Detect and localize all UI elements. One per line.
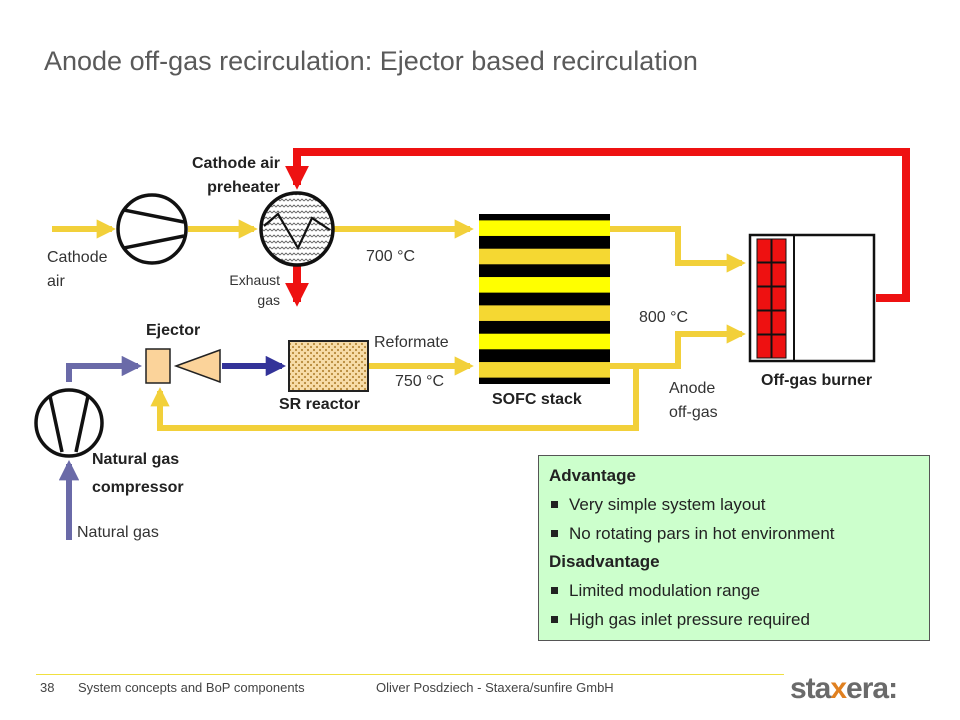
label-ng-compressor: Natural gas compressor: [92, 446, 184, 502]
label-anode-line1: Anode: [669, 380, 716, 397]
logo-text-x: x: [830, 672, 847, 705]
label-preheater-line2: preheater: [207, 179, 280, 196]
anode-offgas-line: [610, 324, 746, 369]
label-cathode-air: Cathode air: [47, 246, 108, 294]
page-title: Anode off-gas recirculation: Ejector bas…: [44, 46, 698, 76]
stack-cell: [479, 305, 610, 321]
disadvantage-list: Limited modulation range High gas inlet …: [549, 576, 919, 634]
offgas-burner: [748, 233, 876, 363]
advantages-box: Advantage Very simple system layout No r…: [538, 455, 930, 641]
advantage-item: Very simple system layout: [549, 490, 919, 519]
stack-cell: [479, 333, 610, 350]
burner-brick: [756, 334, 772, 359]
label-anode-offgas: Anode off-gas: [669, 377, 718, 425]
stack-cell: [479, 248, 610, 265]
stack-cell: [479, 362, 610, 378]
natural-gas-compressor: [34, 388, 104, 458]
advantage-list: Very simple system layout No rotating pa…: [549, 490, 919, 548]
recirculation-line: [150, 363, 639, 431]
sofc-stack: [479, 214, 610, 384]
burner-brick: [756, 262, 772, 287]
label-ejector: Ejector: [146, 322, 201, 339]
burner-brick: [771, 262, 787, 287]
label-cathode-air-line1: Cathode: [47, 249, 108, 266]
label-exhaust-line1: Exhaust: [229, 272, 280, 288]
footer-divider: [36, 674, 784, 675]
air-preheater: [259, 191, 335, 267]
label-ng-compressor-line1: Natural gas: [92, 451, 180, 468]
label-sofc-stack: SOFC stack: [492, 391, 582, 408]
natural-gas-line: [58, 355, 143, 540]
burner-brick: [756, 286, 772, 311]
sr-reactor: [288, 340, 369, 392]
burner-exhaust-line: [285, 148, 910, 307]
staxera-logo: staxera:: [790, 672, 898, 706]
footer-section: System concepts and BoP components: [78, 680, 305, 695]
burner-brick: [771, 334, 787, 359]
disadvantage-item: Limited modulation range: [549, 576, 919, 605]
burner-brick: [756, 310, 772, 335]
disadvantage-title: Disadvantage: [549, 552, 660, 571]
burner-brick: [771, 310, 787, 335]
cathode-offgas-line: [610, 226, 746, 273]
burner-brick: [771, 238, 787, 263]
label-natural-gas: Natural gas: [77, 524, 159, 541]
disadvantage-item: High gas inlet pressure required: [549, 605, 919, 634]
stack-cell: [479, 277, 610, 293]
stack-cell: [479, 220, 610, 236]
label-exhaust-gas: Exhaust gas: [212, 270, 280, 310]
label-sr-reactor: SR reactor: [279, 396, 360, 413]
label-ng-compressor-line2: compressor: [92, 479, 184, 496]
label-temp-700: 700 °C: [366, 248, 416, 265]
air-blower: [116, 193, 188, 265]
label-preheater-line1: Cathode air: [191, 155, 280, 172]
footer-author: Oliver Posdziech - Staxera/sunfire GmbH: [376, 680, 614, 695]
advantage-item: No rotating pars in hot environment: [549, 519, 919, 548]
label-temp-800: 800 °C: [639, 309, 689, 326]
logo-text-1: sta: [790, 672, 831, 705]
burner-brick: [771, 286, 787, 311]
advantage-title: Advantage: [549, 466, 636, 485]
label-anode-line2: off-gas: [669, 404, 718, 421]
label-temp-750: 750 °C: [395, 373, 445, 390]
label-offgas-burner: Off-gas burner: [761, 372, 873, 389]
logo-text-2: era:: [846, 672, 898, 705]
label-cathode-air-line2: air: [47, 273, 65, 290]
ejector: [145, 348, 221, 384]
label-reformate: Reformate: [374, 334, 449, 351]
label-exhaust-line2: gas: [257, 292, 280, 308]
burner-brick: [756, 238, 772, 263]
page-number: 38: [40, 680, 55, 695]
label-cathode-air-preheater: Cathode air preheater: [170, 152, 280, 200]
